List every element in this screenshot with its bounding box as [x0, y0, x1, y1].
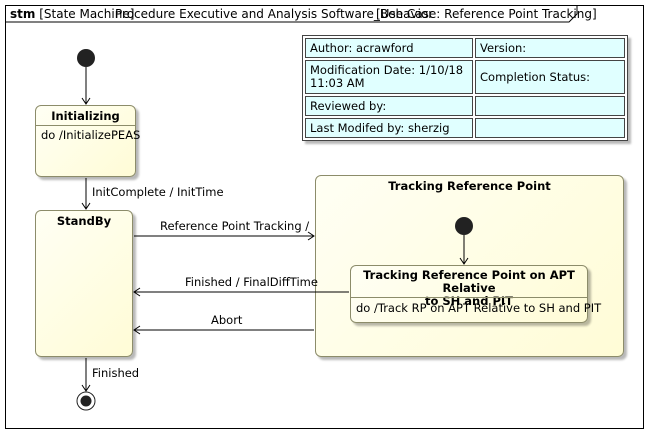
frame-title-part3: [Use Case: Reference Point Tracking] — [376, 7, 597, 21]
final-node — [76, 391, 96, 411]
label-reference-point-tracking: Reference Point Tracking / — [160, 219, 310, 233]
arrowhead — [81, 384, 91, 392]
last-modified-value-cell — [475, 118, 625, 138]
label-abort: Abort — [211, 313, 243, 327]
arrowhead — [307, 231, 315, 241]
state-standby[interactable]: StandBy — [35, 210, 133, 357]
state-tracking-sub-name-line1: Tracking Reference Point on APT Relative — [363, 268, 575, 295]
mod-date-line2: 11:03 AM — [310, 76, 365, 90]
frame-keyword: stm — [10, 7, 36, 21]
state-initializing-activity: do /InitializePEAS — [41, 128, 141, 142]
label-finished: Finished — [92, 366, 140, 380]
initial-node — [77, 49, 95, 67]
arrowhead — [133, 287, 141, 297]
diagram-frame — [5, 5, 644, 429]
version-cell: Version: — [475, 38, 625, 58]
state-standby-name: StandBy — [56, 214, 112, 228]
state-divider — [351, 297, 587, 298]
reviewed-value-cell — [475, 96, 625, 116]
frame-title-part1: [State Machine] — [39, 7, 135, 21]
state-tracking-name: Tracking Reference Point — [388, 179, 551, 193]
label-init-complete: InitComplete / InitTime — [92, 185, 224, 199]
label-finished-finaldifftime: Finished / FinalDiffTime — [185, 275, 318, 289]
arrowhead — [81, 202, 91, 210]
info-table: Author: acrawford Version: Modification … — [302, 35, 628, 141]
arrowhead — [133, 325, 141, 335]
frame-title-part2: Procedure Executive and Analysis Softwar… — [115, 7, 434, 21]
author-cell: Author: acrawford — [305, 38, 473, 58]
state-tracking-sub-activity: do /Track RP on APT Relative to SH and P… — [356, 301, 602, 315]
frame-title: stm [State Machine] — [10, 7, 134, 21]
state-tracking-sub[interactable]: Tracking Reference Point on APT Relative… — [350, 265, 601, 323]
arrowhead — [81, 97, 91, 105]
mod-date-line1: Modification Date: 1/10/18 — [310, 63, 464, 77]
last-modified-cell: Last Modifed by: sherzig — [305, 118, 473, 138]
final-node-inner — [80, 395, 92, 407]
state-divider — [36, 125, 135, 126]
reviewed-by-cell: Reviewed by: — [305, 96, 473, 116]
modification-date-cell: Modification Date: 1/10/18 11:03 AM — [305, 60, 473, 94]
completion-status-cell: Completion Status: — [475, 60, 625, 94]
state-initializing[interactable]: Initializing do /InitializePEAS — [35, 105, 140, 177]
initial-node-nested — [455, 217, 473, 235]
arrowhead — [459, 257, 469, 265]
state-initializing-name: Initializing — [51, 109, 120, 123]
